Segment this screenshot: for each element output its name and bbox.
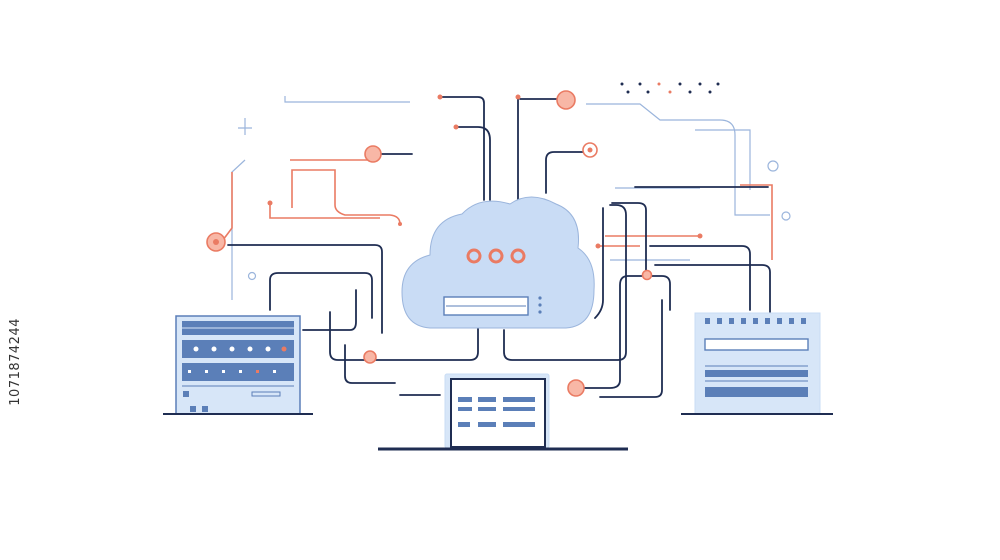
cloud-link bbox=[439, 96, 485, 201]
left-server-link bbox=[329, 311, 479, 361]
background-circuit-lines bbox=[231, 96, 791, 300]
node-circle bbox=[567, 379, 585, 397]
left-server-link bbox=[344, 344, 396, 384]
pale-line bbox=[284, 96, 410, 103]
coral-dots bbox=[267, 94, 703, 249]
node-circle bbox=[641, 269, 653, 281]
coral-line bbox=[291, 169, 401, 225]
pale-line bbox=[238, 118, 252, 135]
cloud-icon bbox=[401, 196, 595, 329]
status-led bbox=[466, 248, 482, 264]
right-server-link bbox=[503, 204, 627, 361]
coral-circuit-lines bbox=[215, 159, 773, 260]
node-circle bbox=[556, 90, 576, 110]
right-server-link bbox=[599, 299, 663, 398]
status-led bbox=[488, 248, 504, 264]
navy-connector-lines bbox=[227, 96, 771, 398]
left-server-link bbox=[227, 244, 383, 334]
panel-body bbox=[694, 312, 821, 415]
server-panel-icon bbox=[681, 312, 833, 415]
left-server-link bbox=[302, 289, 357, 331]
hollow-node bbox=[767, 160, 779, 172]
cloud-link bbox=[455, 126, 491, 201]
right-server-link bbox=[594, 207, 604, 319]
node-circle bbox=[363, 350, 377, 364]
image-id-label: 1071874244 bbox=[8, 318, 23, 406]
right-server-link bbox=[611, 202, 647, 273]
right-server-link bbox=[582, 275, 671, 389]
cloud-link bbox=[545, 151, 586, 194]
pale-line bbox=[231, 159, 246, 300]
dotted-marks bbox=[620, 82, 720, 94]
pale-line bbox=[695, 129, 751, 190]
laptop-icon bbox=[378, 373, 628, 451]
right-server-link bbox=[649, 245, 751, 311]
laptop-screen bbox=[450, 378, 546, 448]
coral-line bbox=[269, 205, 380, 219]
status-led bbox=[510, 248, 526, 264]
right-server-link bbox=[654, 264, 771, 313]
hollow-node bbox=[781, 211, 791, 221]
server-rack-icon bbox=[163, 315, 313, 415]
panel-display bbox=[704, 338, 809, 351]
node-circle bbox=[364, 145, 382, 163]
coral-line bbox=[740, 184, 773, 260]
hollow-node bbox=[247, 271, 257, 281]
pale-line bbox=[586, 103, 770, 216]
coral-line bbox=[215, 172, 233, 243]
left-server-link bbox=[269, 272, 373, 319]
